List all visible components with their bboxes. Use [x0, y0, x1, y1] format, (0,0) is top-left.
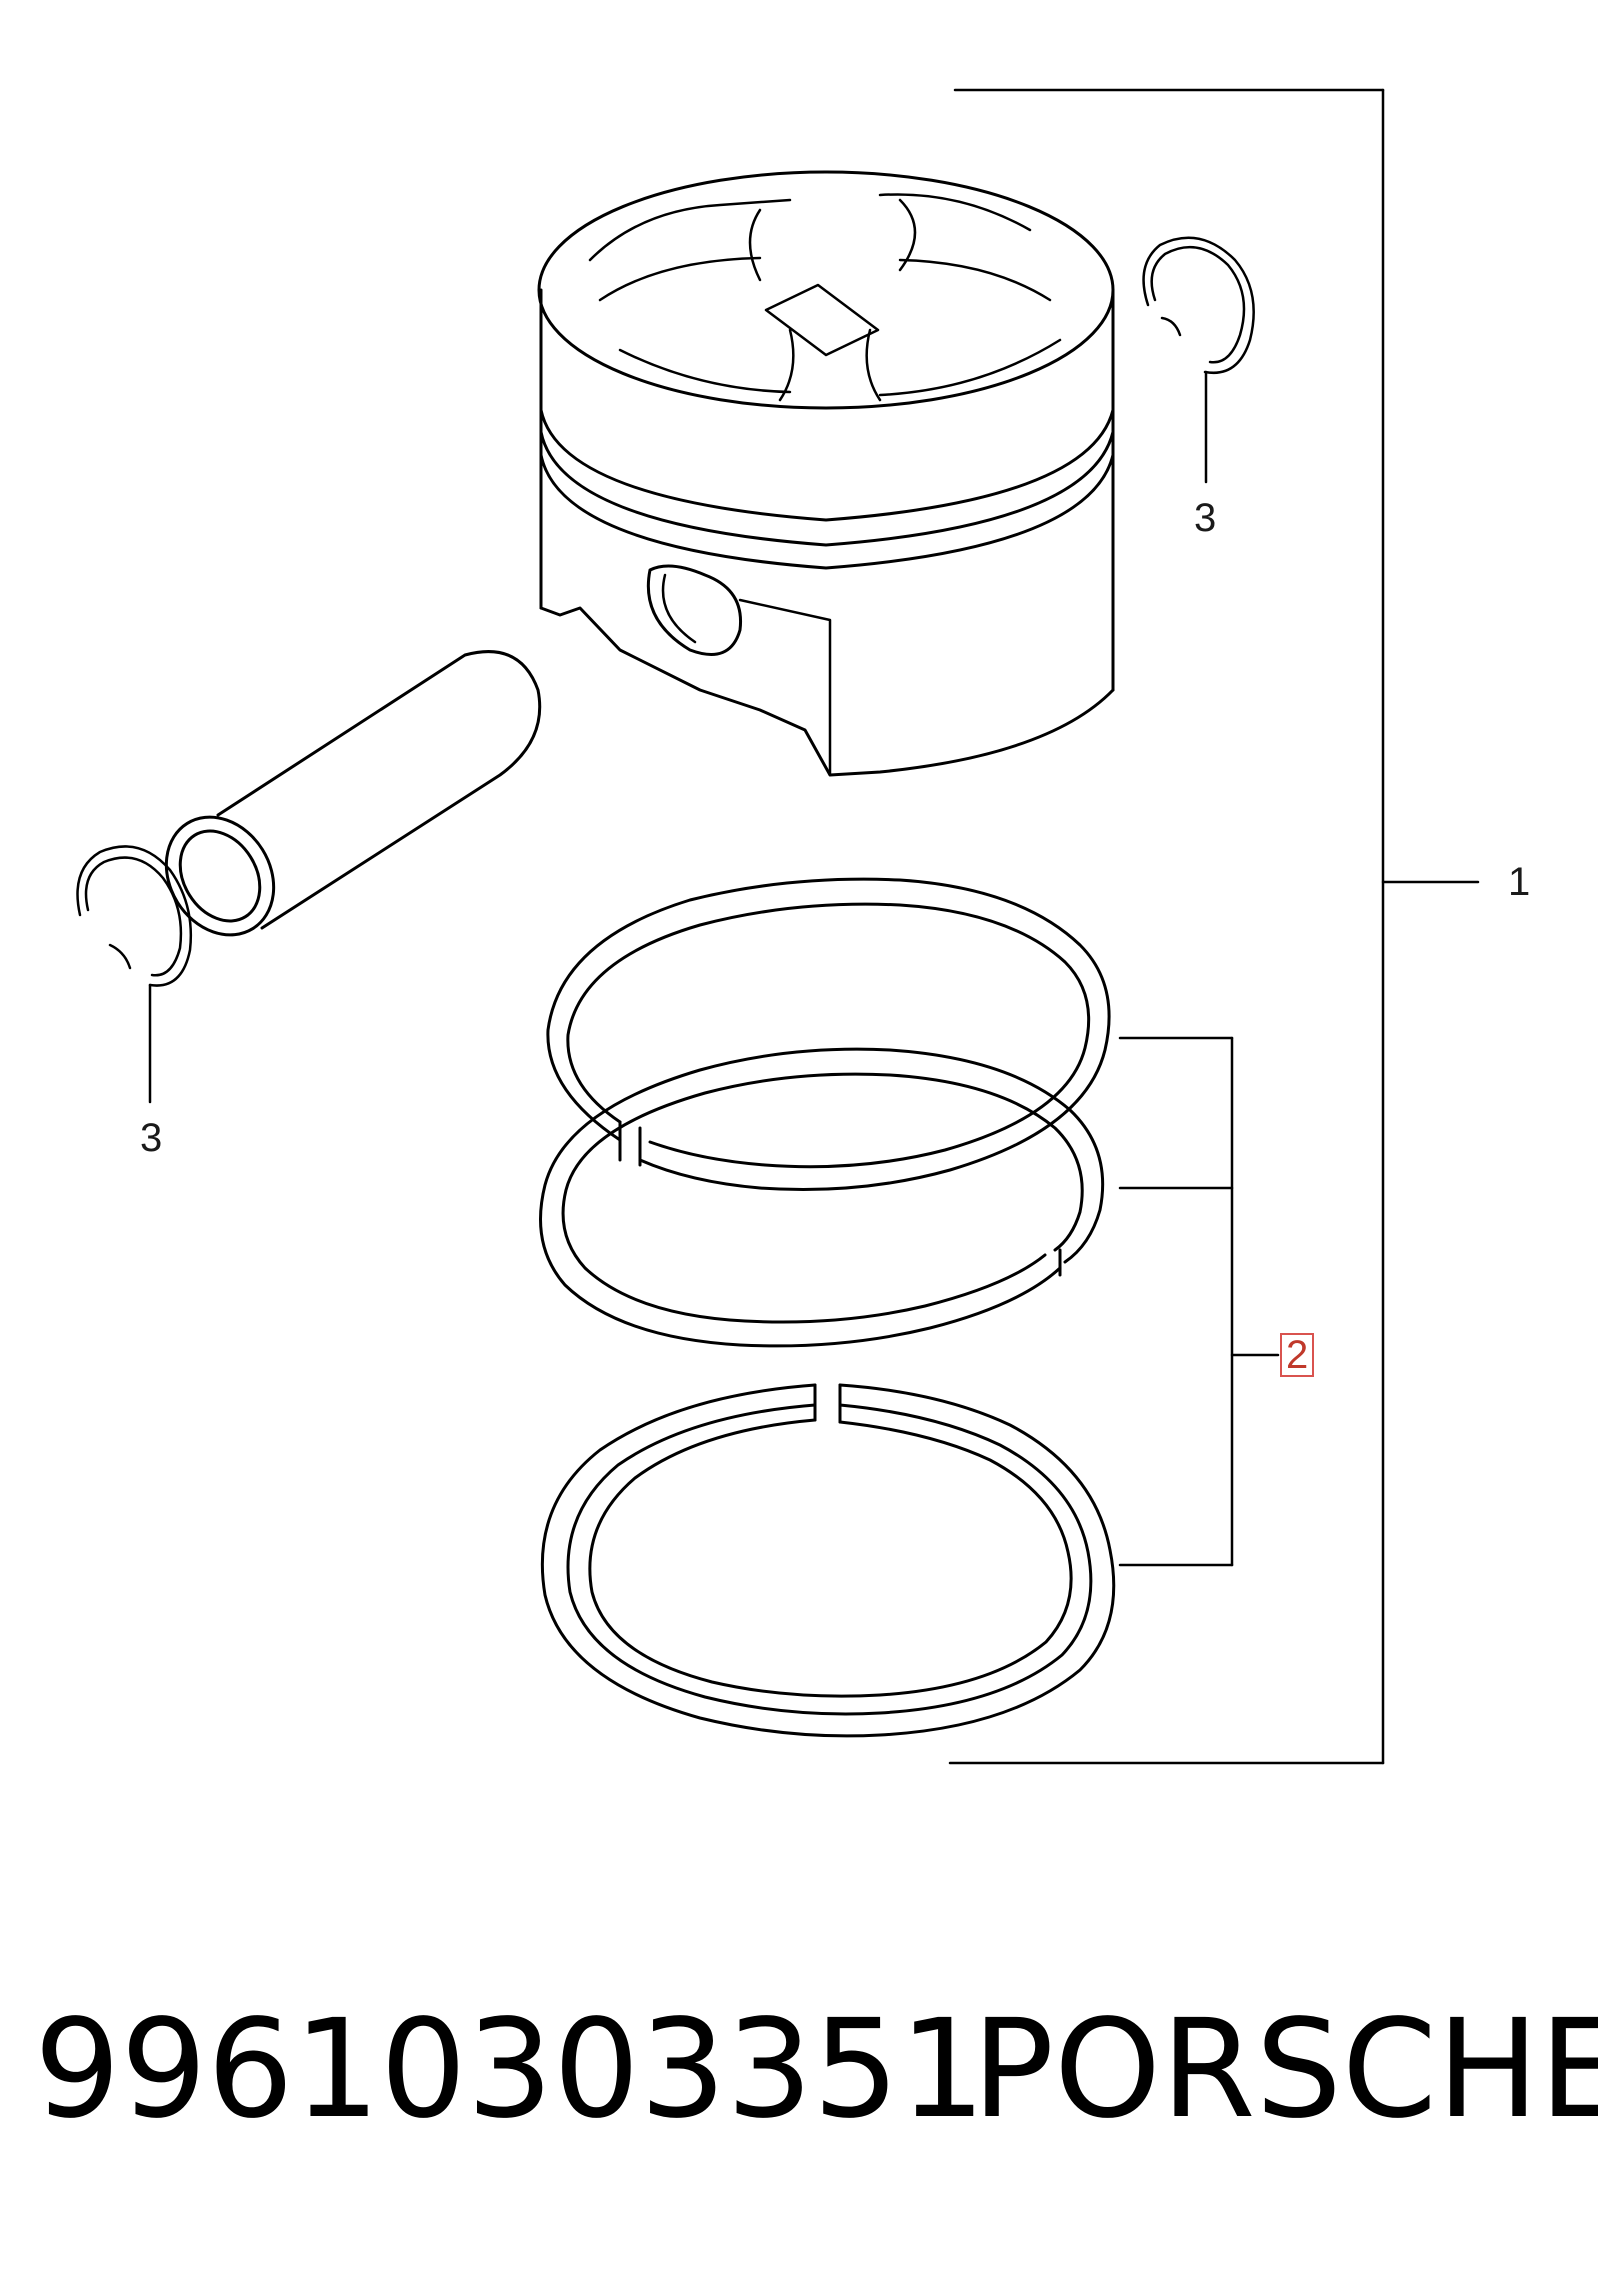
rings-bracket: [1118, 1036, 1280, 1567]
brand-name: PORSCHE: [972, 1991, 1598, 2149]
circlip-left: [76, 845, 193, 1104]
callout-assembly-1[interactable]: 1: [1508, 860, 1531, 904]
callout-circlip-right-3[interactable]: 3: [1194, 496, 1217, 540]
callout-circlip-left-3[interactable]: 3: [140, 1116, 163, 1160]
circlip-right: [1142, 236, 1255, 484]
piston: [537, 170, 1115, 777]
piston-ring-3: [540, 1383, 1116, 1738]
callout-rings-2[interactable]: 2: [1280, 1333, 1315, 1377]
piston-exploded-view: [76, 88, 1480, 1765]
assembly-bracket: [948, 88, 1480, 1765]
piston-ring-1: [546, 877, 1111, 1192]
part-number: 99610303351: [34, 1991, 986, 2149]
piston-pin: [164, 650, 542, 937]
piston-ring-2: [539, 1047, 1105, 1348]
